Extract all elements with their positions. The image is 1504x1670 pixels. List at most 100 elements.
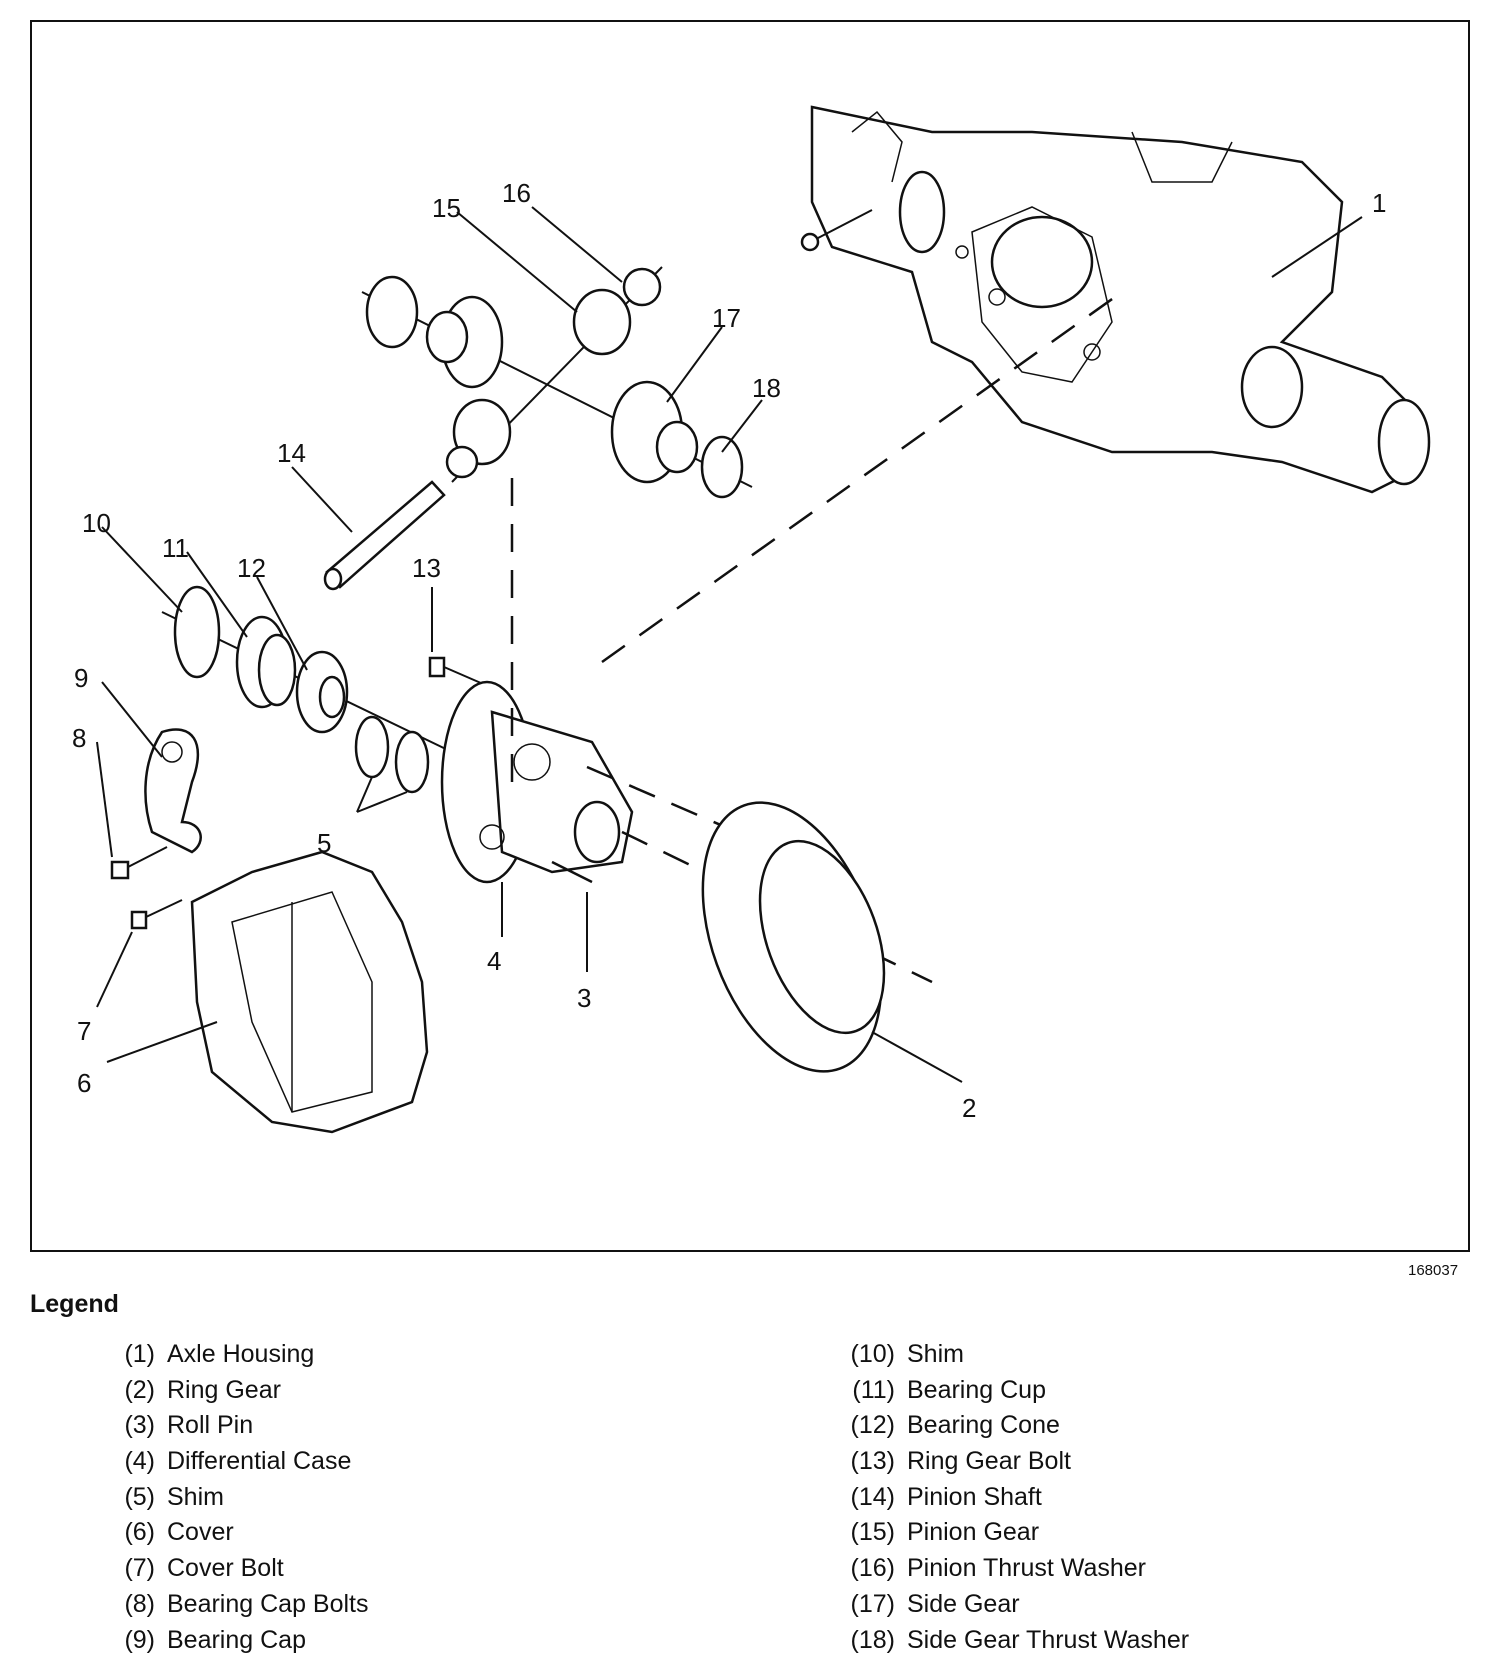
legend-item-number: (3) [124,1411,155,1440]
legend-item-number: (15) [850,1518,895,1547]
legend-item-label: Differential Case [167,1447,352,1476]
legend-item-label: Ring Gear [167,1375,281,1404]
pinion-lower-washer-drawing [445,445,479,479]
callout-12: 12 [237,553,266,583]
legend-item-number: (8) [124,1589,155,1618]
pinion-thrust-washer-drawing [622,267,662,307]
legend-item: (4) Differential Case [95,1447,369,1483]
callout-1: 1 [1372,188,1386,218]
legend-item-number: (18) [850,1625,895,1654]
legend-item: (9) Bearing Cap [95,1626,369,1662]
callout-7: 7 [77,1016,91,1046]
callout-13: 13 [412,553,441,583]
legend-item-label: Pinion Gear [907,1518,1040,1547]
legend-item: (2) Ring Gear [95,1376,369,1412]
legend-item-label: Roll Pin [167,1411,254,1440]
legend-item-label: Pinion Shaft [907,1482,1042,1511]
callout-11: 11 [162,533,189,563]
roll-pin-drawing [551,860,593,884]
legend-item-number: (17) [850,1589,895,1618]
legend-item-label: Bearing Cap Bolts [167,1589,369,1618]
shim-5a-drawing [354,715,390,779]
ring-gear-drawing [701,801,886,1073]
callout-8: 8 [72,723,86,753]
legend-item: (7) Cover Bolt [95,1554,369,1590]
pinion-gear-15-drawing [572,288,632,356]
legend-item: (12) Bearing Cone [835,1411,1189,1447]
axle-housing-drawing [810,105,1431,494]
figure-id-label: 168037 [1408,1262,1459,1279]
legend-right-column: (10) Shim (11) Bearing Cup (12) Bearing Con… [835,1340,1190,1662]
side-gear-left-drawing [425,295,504,389]
side-gear-thrust-washer-drawing [700,435,744,499]
legend-item: (17) Side Gear [835,1590,1189,1626]
callout-15: 15 [432,193,461,223]
callout-6: 6 [77,1068,91,1098]
callout-4: 4 [487,946,501,976]
legend-item-label: Shim [167,1482,224,1511]
legend-item-label: Bearing Cone [907,1411,1060,1440]
legend-item: (10) Shim [835,1340,1189,1376]
legend-item-label: Side Gear [907,1589,1020,1618]
callout-3: 3 [577,983,591,1013]
legend-item-label: Pinion Thrust Washer [907,1554,1146,1583]
side-gear-17-drawing [610,380,699,484]
callout-5: 5 [317,828,331,858]
side-gear-washer-left-drawing [365,275,419,349]
legend-item-label: Bearing Cup [907,1375,1046,1404]
legend-item: (16) Pinion Thrust Washer [835,1554,1189,1590]
legend-item: (13)Ring Gear Bolt [835,1447,1189,1483]
legend-item-number: (14) [850,1482,895,1511]
legend-item-label: Ring Gear Bolt [907,1447,1071,1476]
exploded-diagram-frame: 1 2 3 4 5 6 7 8 9 10 11 12 13 14 15 16 1… [30,20,1470,1252]
legend-item: (15) Pinion Gear [835,1518,1189,1554]
exploded-view-drawing: 1 2 3 4 5 6 7 8 9 10 11 12 13 14 15 16 1… [72,105,1431,1134]
legend-item: (14) Pinion Shaft [835,1483,1189,1519]
legend-item-number: (16) [850,1554,895,1583]
callout-10: 10 [82,508,111,538]
legend-item: (6) Cover [95,1518,369,1554]
legend-item-label: Cover [167,1518,234,1547]
legend-item-label: Side Gear Thrust Washer [907,1625,1190,1654]
bearing-cap-bolt-drawing [110,846,168,880]
callout-9: 9 [74,663,88,693]
shim-5b-drawing [394,730,430,794]
legend-item-label: Cover Bolt [167,1554,284,1583]
housing-dash-axis [601,290,1123,664]
legend-item-number: (5) [124,1482,155,1511]
bearing-cap-drawing [144,728,202,854]
legend-item: (3) Roll Pin [95,1411,369,1447]
legend-item-number: (4) [124,1447,155,1476]
legend-title: Legend [30,1290,119,1318]
shim-10-drawing [173,585,221,679]
legend-item-number: (6) [124,1518,155,1547]
legend-left-column: (1) Axle Housing (2) Ring Gear (3) Roll Pin… [95,1340,369,1662]
bearing-cup-drawing [235,615,297,709]
legend-item-label: Bearing Cap [167,1625,306,1654]
callout-2: 2 [962,1093,976,1123]
legend-item: (11) Bearing Cup [835,1376,1189,1412]
callout-17: 17 [712,303,741,333]
legend-item: (1) Axle Housing [95,1340,369,1376]
pinion-shaft-drawing [323,480,446,591]
callout-16: 16 [502,178,531,208]
callout-14: 14 [277,438,306,468]
legend-item-number: (11) [852,1375,895,1404]
cover-drawing [190,850,429,1134]
legend-item-label: Shim [907,1340,964,1368]
leader-lines [96,206,1363,1083]
legend-item-number: (9) [124,1625,155,1654]
legend-item-number: (1) [124,1340,155,1368]
legend-item: (8) Bearing Cap Bolts [95,1589,369,1626]
cover-bolt-drawing [130,899,183,930]
legend-item: (5) Shim [95,1483,369,1519]
legend-item-number: (2) [124,1375,155,1404]
legend-item-label: Axle Housing [167,1340,315,1368]
legend-item-number: (10) [850,1340,895,1368]
legend-item-number: (12) [850,1411,895,1440]
housing-vent-bolt-drawing [800,209,873,252]
legend-item: (18) Side Gear Thrust Washer [835,1625,1190,1662]
legend-item-number: (7) [124,1554,155,1583]
differential-case-drawing [440,680,634,884]
bearing-cone-drawing [295,650,349,734]
